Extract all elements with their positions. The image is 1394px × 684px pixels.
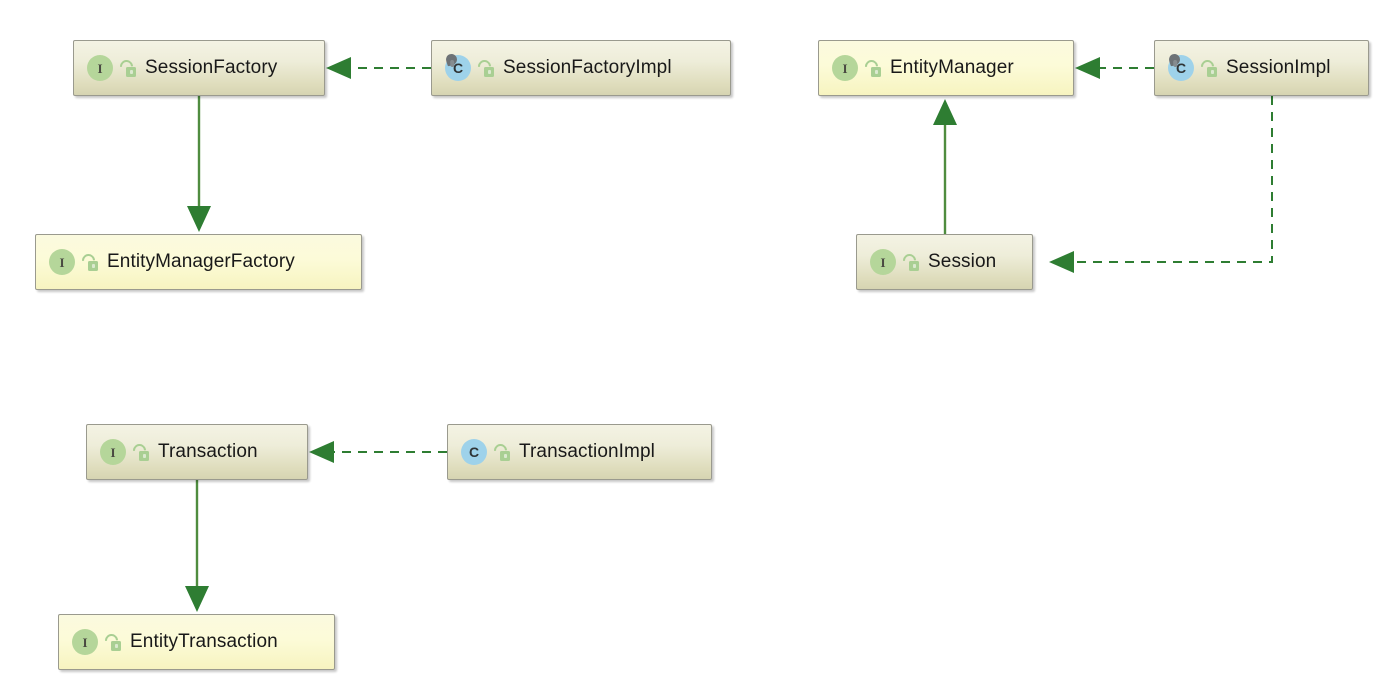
- interface-icon: I: [832, 55, 858, 81]
- arrowhead-filled-triangle: [187, 206, 211, 232]
- class-icon: C: [461, 439, 487, 465]
- arrowhead-filled-triangle: [185, 586, 209, 612]
- node-label: EntityTransaction: [130, 631, 278, 652]
- node-session-factory-impl[interactable]: C SessionFactoryImpl: [431, 40, 731, 96]
- edge-transaction-impl-realizes-transaction: [309, 441, 447, 463]
- node-label: Session: [928, 251, 997, 272]
- public-unlocked-icon: [130, 440, 149, 461]
- node-label: Transaction: [158, 441, 258, 462]
- edge-transaction-extends-entity-transaction: [185, 480, 209, 612]
- node-entity-transaction[interactable]: I EntityTransaction: [58, 614, 335, 670]
- interface-icon: I: [100, 439, 126, 465]
- class-icon: C: [1167, 52, 1194, 81]
- node-transaction[interactable]: I Transaction: [86, 424, 308, 480]
- arrowhead-filled-triangle: [1049, 251, 1074, 273]
- public-unlocked-icon: [475, 56, 494, 77]
- edge-session-impl-realizes-entity-manager: [1075, 57, 1154, 79]
- node-label: EntityManager: [890, 57, 1014, 78]
- node-session-impl[interactable]: C SessionImpl: [1154, 40, 1369, 96]
- interface-icon: I: [870, 249, 896, 275]
- node-label: TransactionImpl: [519, 441, 655, 462]
- node-session[interactable]: I Session: [856, 234, 1033, 290]
- arrowhead-filled-triangle: [1075, 57, 1100, 79]
- public-unlocked-icon: [491, 440, 510, 461]
- class-icon: C: [444, 52, 471, 81]
- node-entity-manager[interactable]: I EntityManager: [818, 40, 1074, 96]
- public-unlocked-icon: [900, 250, 919, 271]
- node-label: SessionFactoryImpl: [503, 57, 672, 78]
- edge-session-impl-realizes-session: [1049, 96, 1273, 273]
- node-transaction-impl[interactable]: C TransactionImpl: [447, 424, 712, 480]
- edge-session-factory-extends-entity-manager-factory: [187, 96, 211, 232]
- node-label: SessionImpl: [1226, 57, 1331, 78]
- interface-icon: I: [49, 249, 75, 275]
- node-label: SessionFactory: [145, 57, 278, 78]
- arrowhead-filled-triangle: [309, 441, 334, 463]
- interface-icon: I: [72, 629, 98, 655]
- edge-session-extends-entity-manager: [933, 99, 957, 234]
- public-unlocked-icon: [79, 250, 98, 271]
- node-entity-manager-factory[interactable]: I EntityManagerFactory: [35, 234, 362, 290]
- public-unlocked-icon: [1198, 56, 1217, 77]
- public-unlocked-icon: [102, 630, 121, 651]
- edge-session-factory-impl-realizes-session-factory: [326, 57, 431, 79]
- node-label: EntityManagerFactory: [107, 251, 295, 272]
- arrowhead-filled-triangle: [326, 57, 351, 79]
- edge-line: [1067, 96, 1273, 263]
- interface-icon: I: [87, 55, 113, 81]
- arrowhead-filled-triangle: [933, 99, 957, 125]
- public-unlocked-icon: [862, 56, 881, 77]
- node-session-factory[interactable]: I SessionFactory: [73, 40, 325, 96]
- public-unlocked-icon: [117, 56, 136, 77]
